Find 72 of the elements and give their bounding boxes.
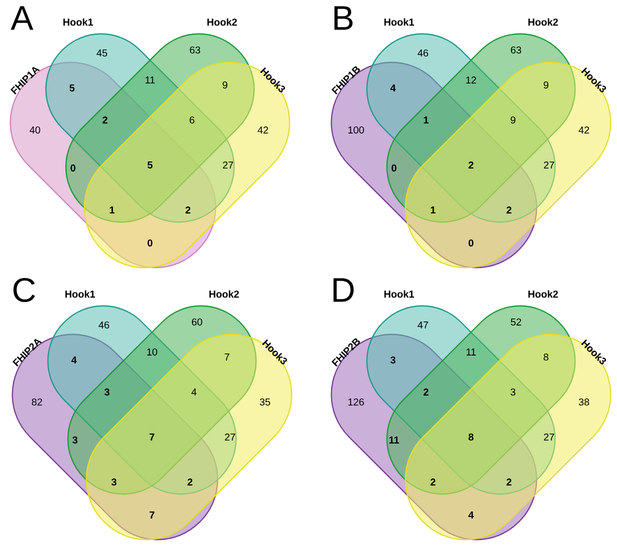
set-label: Hook1 xyxy=(63,18,93,26)
region-count: 9 xyxy=(510,116,516,124)
region-count: 126 xyxy=(348,398,364,406)
region-count: 8 xyxy=(544,353,548,361)
region-count: 52 xyxy=(510,318,522,326)
region-count: 0 xyxy=(148,239,152,247)
region-count: 46 xyxy=(98,321,110,329)
region-count: 9 xyxy=(544,81,548,89)
region-count: 2 xyxy=(430,478,436,486)
region-count: 63 xyxy=(190,46,200,54)
region-count: 7 xyxy=(224,354,230,360)
region-count: 0 xyxy=(468,239,474,247)
region-count: 2 xyxy=(506,206,512,214)
region-count: 12 xyxy=(466,76,476,84)
set-label: Hook2 xyxy=(207,18,237,26)
region-count: 2 xyxy=(468,162,474,168)
region-count: 9 xyxy=(222,81,228,89)
set-label: Hook2 xyxy=(209,290,239,298)
region-count: 40 xyxy=(30,126,40,134)
region-count: 7 xyxy=(150,434,154,440)
region-count: 60 xyxy=(192,318,202,326)
region-count: 0 xyxy=(392,164,396,172)
region-count: 4 xyxy=(71,356,77,364)
region-count: 5 xyxy=(70,84,74,92)
region-count: 35 xyxy=(260,398,270,406)
region-count: 2 xyxy=(102,116,108,124)
region-count: 100 xyxy=(348,126,364,134)
region-count: 11 xyxy=(389,436,400,444)
region-count: 7 xyxy=(150,512,154,518)
region-count: 10 xyxy=(147,348,158,356)
set-label: Hook1 xyxy=(384,18,414,26)
region-count: 3 xyxy=(72,436,78,444)
region-count: 3 xyxy=(390,356,396,364)
panel-letter: C xyxy=(13,278,35,302)
region-count: 2 xyxy=(188,478,192,486)
region-count: 42 xyxy=(578,126,590,134)
region-count: 2 xyxy=(424,388,428,396)
panel-letter: B xyxy=(334,6,353,30)
set-label: Hook2 xyxy=(528,18,558,26)
region-count: 42 xyxy=(258,126,268,134)
region-count: 4 xyxy=(191,388,196,396)
region-count: 0 xyxy=(70,164,76,172)
region-count: 8 xyxy=(468,433,474,441)
region-count: 4 xyxy=(468,512,474,518)
region-count: 47 xyxy=(418,322,428,328)
panel-letter: D xyxy=(334,278,354,302)
region-count: 3 xyxy=(111,478,116,486)
region-count: 63 xyxy=(510,46,522,54)
panel-letter: A xyxy=(10,6,34,30)
region-count: 45 xyxy=(96,50,108,56)
region-count: 2 xyxy=(186,206,190,214)
set-label: Hook2 xyxy=(528,290,558,298)
region-count: 27 xyxy=(224,434,236,440)
region-count: 5 xyxy=(148,162,152,168)
region-count: 4 xyxy=(390,84,396,92)
set-label: Hook1 xyxy=(65,290,95,298)
region-count: 1 xyxy=(110,206,114,214)
region-count: 2 xyxy=(506,478,512,486)
region-count: 1 xyxy=(430,206,436,214)
set-label: Hook1 xyxy=(384,290,414,298)
region-count: 11 xyxy=(466,348,476,356)
region-count: 11 xyxy=(146,76,155,84)
region-count: 27 xyxy=(544,162,554,168)
region-count: 1 xyxy=(424,116,429,124)
region-count: 46 xyxy=(418,49,428,57)
region-count: 3 xyxy=(104,388,110,396)
region-count: 27 xyxy=(544,434,554,440)
region-count: 3 xyxy=(510,388,516,396)
region-count: 27 xyxy=(222,162,234,168)
region-count: 6 xyxy=(190,116,194,124)
region-count: 38 xyxy=(578,398,590,406)
region-count: 82 xyxy=(32,398,42,406)
